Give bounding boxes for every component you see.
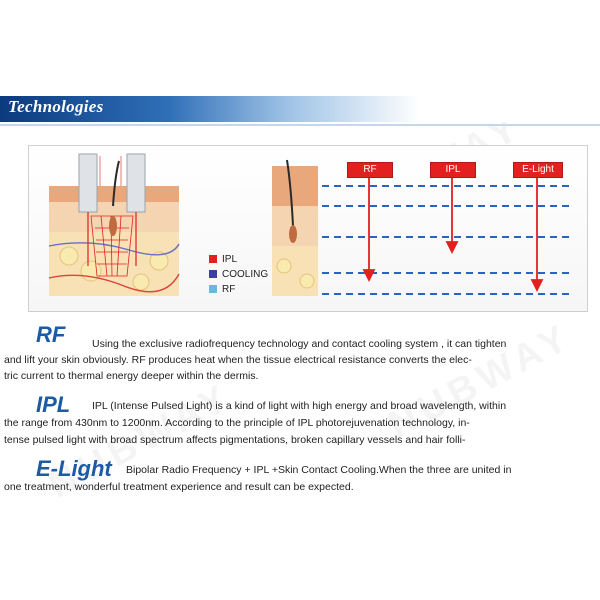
depth-lines: [322, 185, 574, 295]
section-banner: Technologies: [0, 96, 600, 122]
diagram-svg: [48, 153, 574, 296]
banner-title: Technologies: [8, 97, 104, 116]
flag-elight: E-Light: [513, 162, 563, 178]
section-heading: E-Light: [36, 456, 112, 481]
skin-illustration-right: [272, 159, 318, 296]
penetration-arrows: [362, 178, 544, 293]
section-text-line: Bipolar Radio Frequency + IPL +Skin Cont…: [126, 464, 512, 476]
section-text-line: the range from 430nm to 1200nm. Accordin…: [4, 417, 470, 429]
section-heading: RF: [36, 322, 66, 347]
legend-label: COOLING: [222, 269, 269, 280]
section-elight: E-Light Bipolar Radio Frequency + IPL +S…: [0, 456, 600, 496]
technology-diagram: RF IPL E-Light IPL COOLING RF: [28, 145, 588, 312]
skin-illustration-left: [48, 153, 180, 296]
legend-cooling: COOLING: [209, 269, 268, 280]
legend-swatch: [209, 270, 217, 278]
legend-ipl: IPL: [209, 254, 237, 265]
section-text-line: one treatment, wonderful treatment exper…: [4, 481, 354, 493]
section-text-line: tense pulsed light with broad spectrum a…: [4, 434, 466, 446]
section-text-line: Using the exclusive radiofrequency techn…: [92, 338, 507, 350]
legend-swatch: [209, 285, 217, 293]
legend-rf: RF: [209, 284, 235, 295]
legend-label: RF: [222, 284, 236, 295]
section-ipl: IPL IPL (Intense Pulsed Light) is a kind…: [0, 392, 600, 448]
section-heading: IPL: [36, 392, 71, 417]
legend-swatch: [209, 255, 217, 263]
divider: [0, 124, 600, 126]
section-text-line: IPL (Intense Pulsed Light) is a kind of …: [92, 400, 507, 412]
section-rf: RF Using the exclusive radiofrequency te…: [0, 322, 600, 382]
section-text-line: and lift your skin obviously. RF produce…: [4, 354, 472, 366]
section-text-line: tric current to thermal energy deeper wi…: [4, 370, 259, 382]
legend-label: IPL: [222, 254, 238, 265]
flag-ipl: IPL: [430, 162, 476, 178]
flag-rf: RF: [347, 162, 393, 178]
